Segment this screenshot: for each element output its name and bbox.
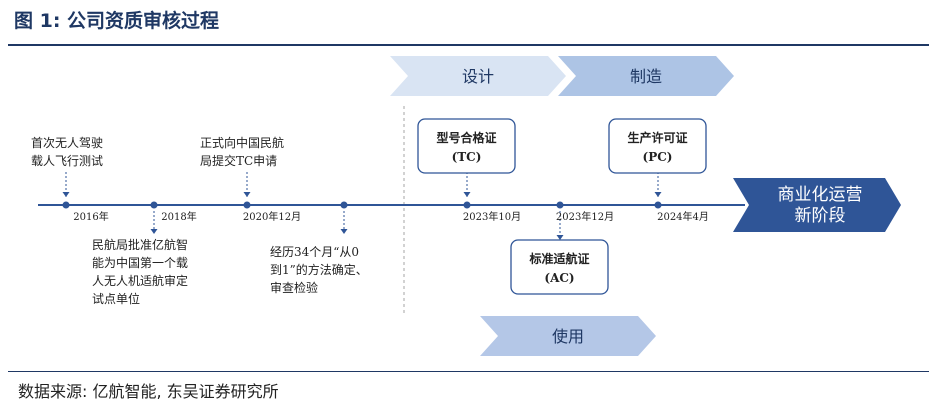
timeline-node bbox=[340, 201, 348, 209]
note-2018-line-2: 能为中国第一个载 bbox=[92, 255, 188, 270]
connector-arrowhead bbox=[243, 192, 251, 197]
band-manufacture-label: 制造 bbox=[630, 67, 662, 86]
timeline-date: 2016年 bbox=[73, 210, 108, 223]
certificate-ac-box bbox=[510, 239, 609, 295]
band-use-label: 使用 bbox=[552, 327, 584, 346]
timeline-date: 2020年12月 bbox=[243, 210, 301, 223]
certificate-tc-box bbox=[417, 118, 516, 174]
timeline-node bbox=[243, 201, 251, 209]
band-design-label: 设计 bbox=[462, 67, 494, 86]
certificate-pc-box bbox=[608, 118, 707, 174]
connector-arrowhead bbox=[340, 229, 348, 234]
certificate-ac-title: 标准适航证 bbox=[528, 251, 589, 266]
note-2016-line-2: 载人飞行测试 bbox=[31, 153, 103, 168]
timeline-date: 2023年12月 bbox=[556, 210, 614, 223]
band-design-arrow bbox=[390, 56, 566, 96]
note-2016-line-1: 首次无人驾驶 bbox=[31, 135, 103, 150]
figure-title: 图 1: 公司资质审核过程 bbox=[14, 10, 220, 32]
connector-arrowhead bbox=[556, 235, 564, 240]
note-34m-line-2: 到1”的方法确定、 bbox=[270, 262, 368, 277]
final-label-line-2: 新阶段 bbox=[795, 206, 846, 226]
timeline-node bbox=[463, 201, 471, 209]
top-rule bbox=[8, 44, 929, 46]
bottom-rule bbox=[8, 371, 929, 372]
connector-arrowhead bbox=[654, 192, 662, 197]
timeline-node bbox=[654, 201, 662, 209]
timeline-node bbox=[150, 201, 158, 209]
certificate-tc-code: (TC) bbox=[452, 150, 482, 164]
data-source: 数据来源: 亿航智能, 东吴证券研究所 bbox=[18, 382, 279, 401]
note-34m-line-3: 审查检验 bbox=[270, 280, 318, 295]
note-34m-line-1: 经历34个月“从0 bbox=[270, 245, 359, 259]
final-label-line-1: 商业化运营 bbox=[778, 185, 863, 205]
timeline-date: 2024年4月 bbox=[657, 210, 709, 223]
note-2018-line-1: 民航局批准亿航智 bbox=[92, 237, 188, 252]
note-2018-line-4: 试点单位 bbox=[92, 291, 140, 306]
certificate-pc-title: 生产许可证 bbox=[627, 130, 687, 145]
note-2020-line-1: 正式向中国民航 bbox=[200, 135, 284, 150]
connector-arrowhead bbox=[62, 192, 70, 197]
certificate-boxes bbox=[417, 118, 707, 295]
timeline-date: 2018年 bbox=[161, 210, 196, 223]
timeline-axis bbox=[38, 106, 745, 316]
connector-arrowhead bbox=[463, 192, 471, 197]
note-2018-line-3: 人无人机适航审定 bbox=[92, 273, 188, 288]
connector-arrowhead bbox=[150, 229, 158, 234]
certificate-pc-code: (PC) bbox=[643, 150, 673, 164]
note-2020-line-2: 局提交TC申请 bbox=[200, 153, 277, 168]
timeline-node bbox=[62, 201, 70, 209]
phase-bands bbox=[390, 56, 901, 356]
timeline-node bbox=[556, 201, 564, 209]
band-manufacture-arrow bbox=[558, 56, 734, 96]
band-use-arrow bbox=[480, 316, 656, 356]
commercial-operation-arrow bbox=[733, 178, 901, 232]
certificate-ac-code: (AC) bbox=[544, 271, 574, 285]
timeline-date: 2023年10月 bbox=[463, 210, 521, 223]
certificate-tc-title: 型号合格证 bbox=[436, 130, 496, 145]
